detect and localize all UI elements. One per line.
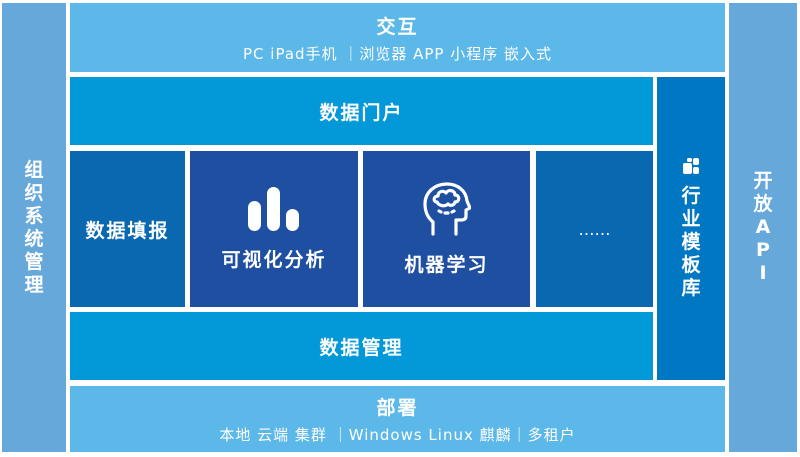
- industry-templates-column: 行 业 模 板 库: [657, 77, 725, 380]
- deployment-subtitle: 本地 云端 集群 ｜Windows Linux 麒麟｜多租户: [219, 426, 576, 444]
- industry-templates-label: 行 业 模 板 库: [681, 185, 700, 300]
- char: 板: [681, 254, 701, 276]
- char: 行: [681, 185, 701, 207]
- char: I: [759, 262, 767, 284]
- char: 组: [24, 158, 44, 181]
- module-label: 机器学习: [404, 253, 489, 276]
- module-label: 数据填报: [85, 219, 170, 242]
- char: 开: [753, 170, 773, 192]
- open-api-column: 开 放 A P I: [729, 3, 797, 452]
- bar-chart-icon: [246, 186, 302, 235]
- module-label: 可视化分析: [221, 248, 327, 271]
- module-machine-learning: 机器学习: [363, 151, 530, 307]
- org-system-management-column: 组 织 系 统 管 理: [2, 3, 66, 452]
- char: 统: [24, 227, 44, 250]
- open-api-label: 开 放 A P I: [753, 170, 772, 285]
- module-visual-analysis: 可视化分析: [190, 151, 358, 307]
- data-management-title: 数据管理: [319, 336, 404, 359]
- org-system-management-label: 组 织 系 统 管 理: [24, 159, 43, 297]
- data-portal-title: 数据门户: [319, 101, 404, 124]
- char: 管: [24, 250, 44, 273]
- char: A: [755, 216, 771, 238]
- interaction-layer: 交互 PC iPad手机 ｜浏览器 APP 小程序 嵌入式: [70, 3, 725, 72]
- char: 库: [681, 277, 701, 299]
- char: 理: [24, 273, 44, 296]
- brain-head-icon: [422, 181, 472, 240]
- more-ellipsis: ……: [578, 219, 611, 239]
- char: 放: [753, 193, 773, 215]
- deployment-layer: 部署 本地 云端 集群 ｜Windows Linux 麒麟｜多租户: [70, 386, 725, 452]
- char: 业: [681, 208, 701, 230]
- module-more: ……: [536, 151, 653, 307]
- module-data-entry: 数据填报: [70, 151, 185, 307]
- interaction-subtitle: PC iPad手机 ｜浏览器 APP 小程序 嵌入式: [243, 44, 552, 63]
- char: 模: [681, 231, 701, 253]
- grid-blocks-icon: [682, 157, 700, 179]
- char: P: [756, 239, 770, 261]
- char: 织: [24, 181, 44, 204]
- deployment-title: 部署: [376, 397, 419, 419]
- data-management-layer: 数据管理: [70, 312, 653, 380]
- interaction-title: 交互: [376, 15, 419, 38]
- data-portal-layer: 数据门户: [70, 77, 653, 145]
- char: 系: [24, 204, 44, 227]
